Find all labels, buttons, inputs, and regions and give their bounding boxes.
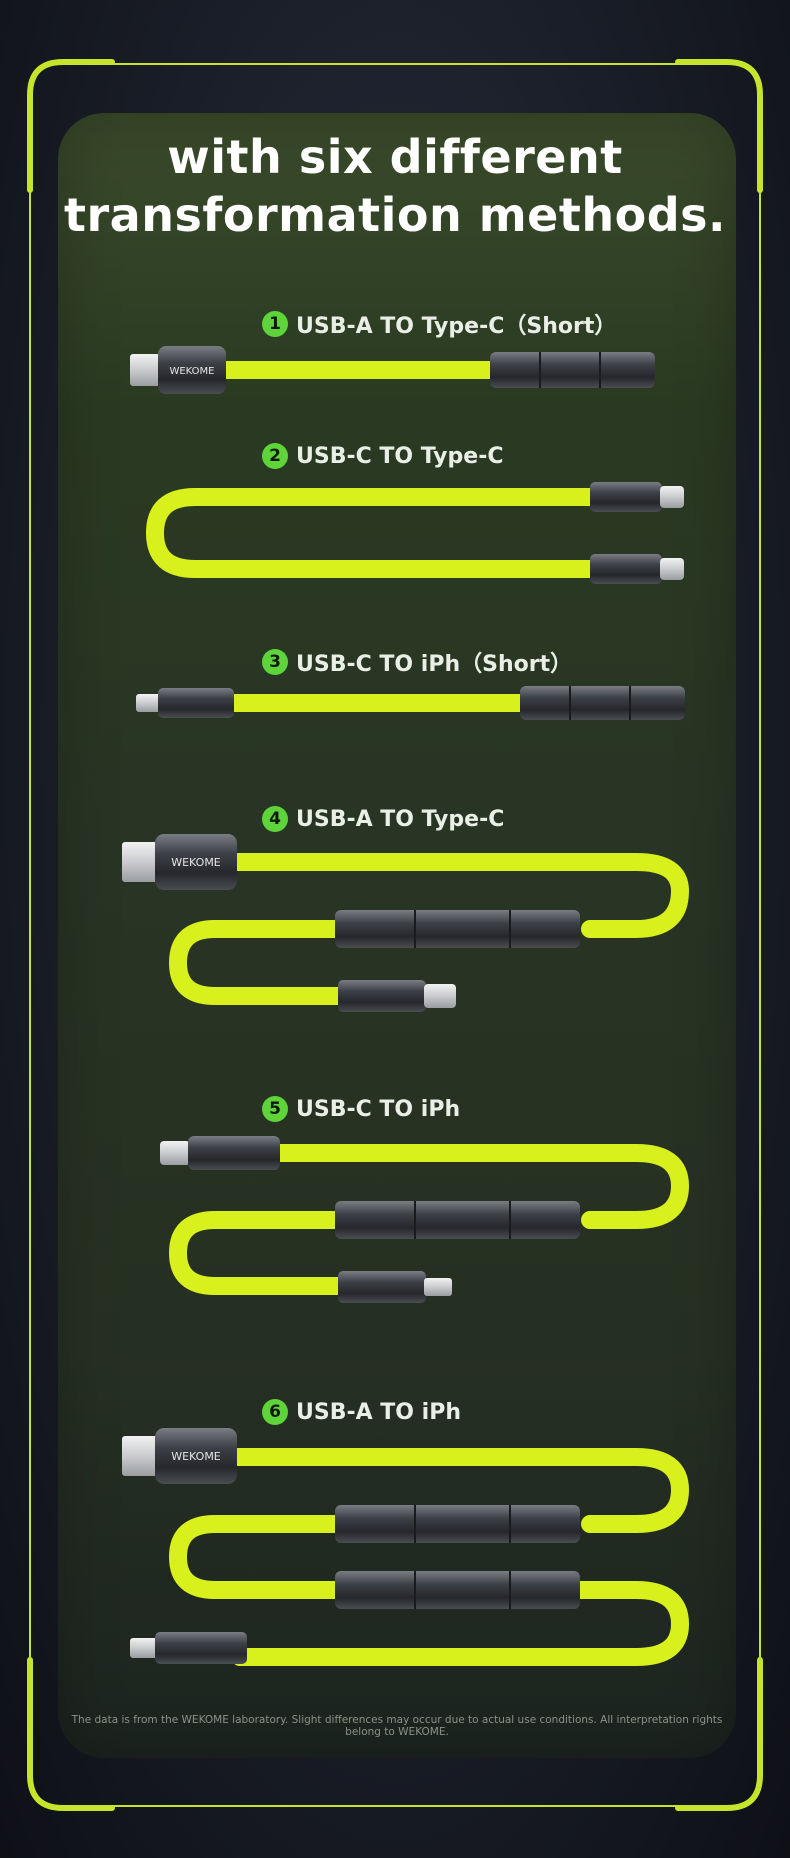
cable-1: WEKOME: [130, 346, 655, 394]
cable-4: WEKOME: [122, 834, 690, 1012]
method-5-label: 5 USB-C TO iPh: [262, 1096, 460, 1122]
method-3-label: 3 USB-C TO iPh（Short）: [262, 646, 572, 678]
method-2-number: 2: [262, 443, 288, 469]
method-1-number: 1: [262, 311, 288, 337]
method-2-text: USB-C TO Type-C: [296, 443, 504, 469]
headline-line-1: with six different: [167, 130, 623, 184]
method-5-number: 5: [262, 1096, 288, 1122]
method-6-label: 6 USB-A TO iPh: [262, 1399, 461, 1425]
method-6-text: USB-A TO iPh: [296, 1399, 461, 1425]
disclaimer-footer: The data is from the WEKOME laboratory. …: [71, 1714, 723, 1738]
method-4-label: 4 USB-A TO Type-C: [262, 806, 504, 832]
method-3-text: USB-C TO iPh（Short）: [296, 652, 573, 677]
cable-5: [160, 1136, 690, 1303]
brand-logo-6: WEKOME: [171, 1450, 221, 1463]
method-4-number: 4: [262, 806, 288, 832]
method-6-number: 6: [262, 1399, 288, 1425]
method-1-label: 1 USB-A TO Type-C（Short）: [262, 308, 616, 340]
headline-line-2: transformation methods.: [64, 188, 726, 242]
cable-2: [145, 482, 684, 584]
brand-logo-4: WEKOME: [171, 856, 221, 869]
method-3-number: 3: [262, 649, 288, 675]
method-1-text: USB-A TO Type-C（Short）: [296, 314, 617, 339]
cable-3: [136, 686, 685, 720]
method-4-text: USB-A TO Type-C: [296, 806, 505, 832]
brand-logo-1: WEKOME: [169, 366, 214, 377]
method-2-label: 2 USB-C TO Type-C: [262, 443, 503, 469]
method-5-text: USB-C TO iPh: [296, 1096, 461, 1122]
cable-6: WEKOME: [122, 1428, 690, 1666]
